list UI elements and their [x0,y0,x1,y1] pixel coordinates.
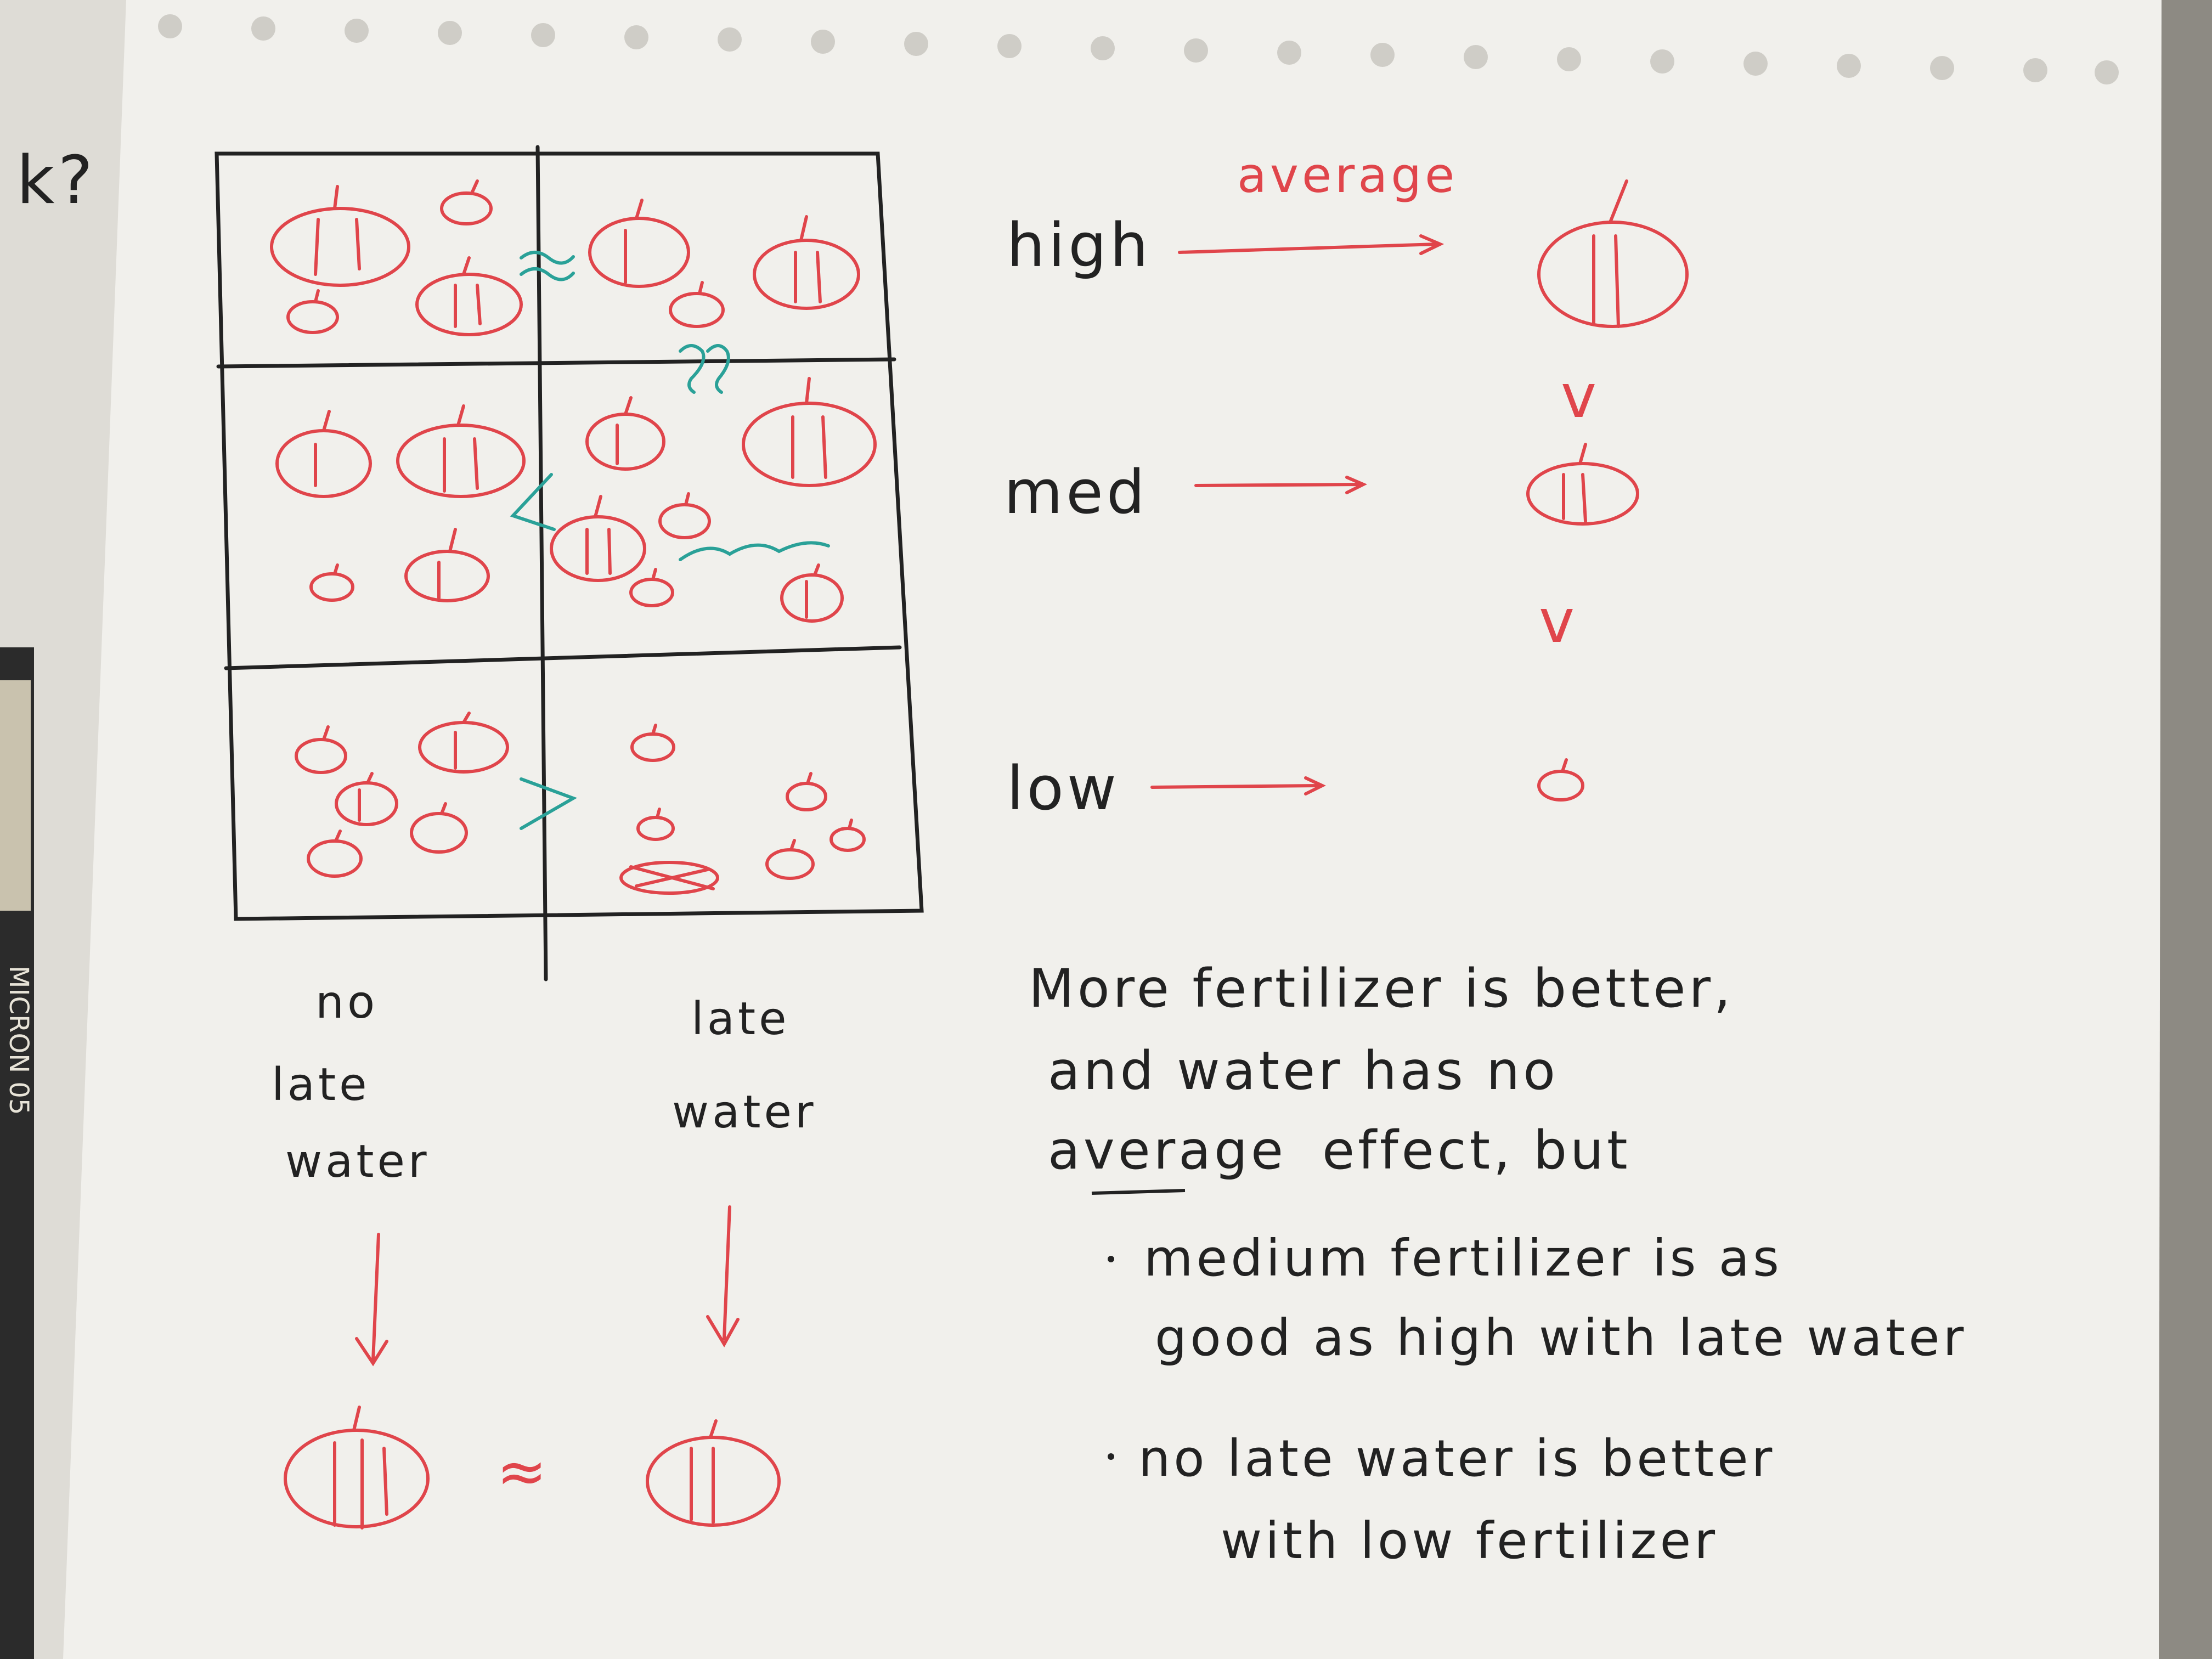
order-symbol-2: v [1539,586,1578,656]
svg-text:water: water [672,1086,817,1138]
fertilizer-levels: high med low [1004,210,1152,823]
vine-scribble [679,541,830,561]
bullet-1-line-1: medium fertilizer is as [1144,1229,1782,1288]
pumpkin-icon [270,185,410,287]
punch-holes [158,14,2119,84]
bullet-1-line-2: good as high with late water [1155,1308,1967,1367]
level-label-med: med [1004,457,1148,527]
margin-scribble: k? [16,143,96,219]
water-summary [284,1406,781,1530]
pumpkin-icon [415,256,523,336]
pumpkin-icon [404,528,490,602]
pumpkin-grid [215,145,924,981]
pumpkin-icon-high [1537,179,1689,328]
pumpkin-icon-low [1537,758,1584,802]
fertilizer-arrows [1150,234,1444,795]
bullet-2-line-2: with low fertilizer [1221,1511,1718,1570]
pumpkin-icon [309,563,354,602]
pumpkin-icon [669,281,725,328]
grid-row-divider-2 [224,645,902,670]
pumpkin-icon [410,802,468,854]
pumpkin-icon [284,1406,430,1530]
column-label-late-water: late water [672,993,817,1138]
level-label-low: low [1007,753,1120,823]
right-arrow-icon [1178,234,1444,255]
grid-row-divider-1 [216,357,896,369]
column-label-no-late-water: no late water [272,977,430,1188]
average-label: average [1237,147,1458,204]
pumpkin-icon [658,492,711,539]
pumpkin-icon [619,861,719,895]
order-symbol-1: v [1561,361,1600,431]
svg-text:water: water [285,1136,430,1188]
pumpkin-icon [396,404,526,498]
less-than-middle-row [510,473,556,531]
svg-text:no: no [315,977,378,1029]
pumpkin-icon [440,179,493,225]
pumpkin-icon-med [1526,443,1639,526]
pumpkin-icon [636,808,675,841]
svg-text:late: late [691,993,790,1045]
paper-sheet [63,0,2162,1659]
pumpkin-icon [629,568,674,607]
pumpkin-icon [418,712,509,774]
bullet [1108,1256,1114,1262]
pumpkin-icon [753,215,860,310]
right-arrow-icon [1150,776,1326,795]
micron-pen: MICRON 05 [0,647,34,1659]
grid-comparisons [510,251,830,830]
pumpkin-icon [295,725,347,774]
pumpkin-icon [765,839,815,880]
note-line-3-underlined: average [1048,1120,1286,1181]
approx-symbol-water: ≈ [496,1436,550,1506]
approx-symbol-top-row [520,251,575,281]
fertilizer-pumpkins [1526,179,1689,802]
pumpkin-icon [830,819,866,852]
down-arrow-icon [355,1233,388,1367]
greater-than-bottom-row [520,777,578,830]
pumpkin-icon [630,724,675,762]
down-arrow-icon [706,1205,740,1347]
water-down-arrows [355,1205,740,1367]
pumpkin-icon [275,410,372,498]
grid-pumpkins [270,179,877,895]
grid-outer-frame [215,151,924,921]
pumpkin-icon [646,1419,781,1527]
svg-text:late: late [272,1059,370,1111]
level-label-high: high [1007,210,1152,280]
right-arrow-icon [1194,476,1368,494]
pumpkin-icon [307,830,363,878]
pumpkin-icon [335,772,398,826]
pumpkin-icon [588,199,690,288]
pumpkin-icon [742,377,877,487]
note-line-2: and water has no [1048,1040,1559,1102]
bullet [1108,1453,1114,1460]
note-line-3-rest: effect, but [1322,1120,1631,1181]
pen-label: MICRON 05 [3,966,34,1115]
approx-symbol-right-column [679,344,730,394]
pumpkin-icon [286,289,339,334]
pumpkin-icon [585,396,665,471]
underline [1091,1189,1186,1195]
pumpkin-icon [550,495,646,582]
note-line-1: More fertilizer is better, [1029,958,1734,1019]
pumpkin-icon [780,563,844,623]
grid-center-divider [535,145,548,981]
notes: More fertilizer is better, and water has… [1029,958,1967,1570]
pumpkin-icon [786,772,827,811]
bullet-2-line-1: no late water is better [1138,1429,1775,1488]
